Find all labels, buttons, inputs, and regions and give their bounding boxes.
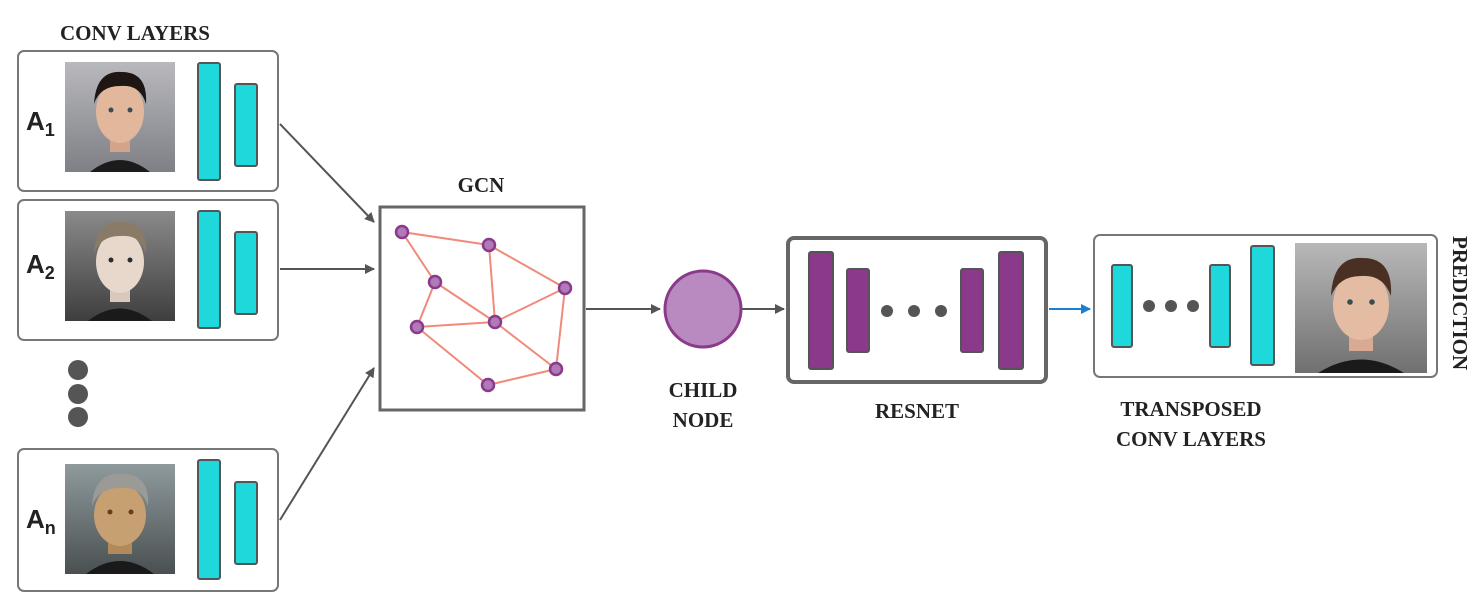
- resnet-layer-inner: [960, 268, 984, 353]
- resnet-layer-outer: [998, 251, 1024, 370]
- child-node-label-line1: CHILD: [669, 378, 738, 402]
- horizontal-dots-icon: [1143, 300, 1199, 312]
- input-block-a2: A2: [17, 199, 279, 341]
- input-block-an: An: [17, 448, 279, 592]
- portrait-light-hair-icon: [65, 211, 175, 321]
- gcn-nodes: [394, 224, 573, 393]
- transposed-layer-small: [1209, 264, 1231, 348]
- gcn-edges: [401, 231, 566, 386]
- transposed-layer-large: [1250, 245, 1275, 366]
- child-node-circle: [663, 269, 743, 349]
- conv-block-large: [197, 210, 221, 329]
- input-label-an: An: [26, 504, 56, 538]
- portrait-prediction-icon: [1295, 243, 1427, 373]
- gcn-block: [378, 205, 586, 412]
- gcn-label: GCN: [458, 173, 505, 197]
- arrow-an-to-gcn: [279, 367, 375, 521]
- conv-block-small: [234, 481, 258, 565]
- resnet-layer-inner: [846, 268, 870, 353]
- resnet-layer-outer: [808, 251, 834, 370]
- child-node-label-line2: NODE: [673, 408, 734, 432]
- conv-block-small: [234, 231, 258, 315]
- horizontal-dots-icon: [881, 305, 947, 317]
- prediction-label: PREDICTION: [1448, 236, 1472, 370]
- conv-block-large: [197, 62, 221, 181]
- input-label-a2: A2: [26, 249, 55, 283]
- conv-block-small: [234, 83, 258, 167]
- portrait-gray-hair-icon: [65, 464, 175, 574]
- transposed-label-line1: TRANSPOSED: [1120, 397, 1261, 421]
- transposed-layer-small: [1111, 264, 1133, 348]
- arrow-a1-to-gcn: [279, 123, 375, 223]
- portrait-dark-hair-icon: [65, 62, 175, 172]
- resnet-label: RESNET: [875, 399, 959, 423]
- transposed-conv-block: [1093, 234, 1438, 378]
- input-label-a1: A1: [26, 106, 55, 140]
- resnet-block: [786, 236, 1048, 384]
- transposed-label-line2: CONV LAYERS: [1116, 427, 1266, 451]
- input-block-a1: A1: [17, 50, 279, 192]
- vertical-dots-icon: [68, 360, 88, 427]
- conv-block-large: [197, 459, 221, 580]
- conv-layers-label: CONV LAYERS: [60, 21, 210, 45]
